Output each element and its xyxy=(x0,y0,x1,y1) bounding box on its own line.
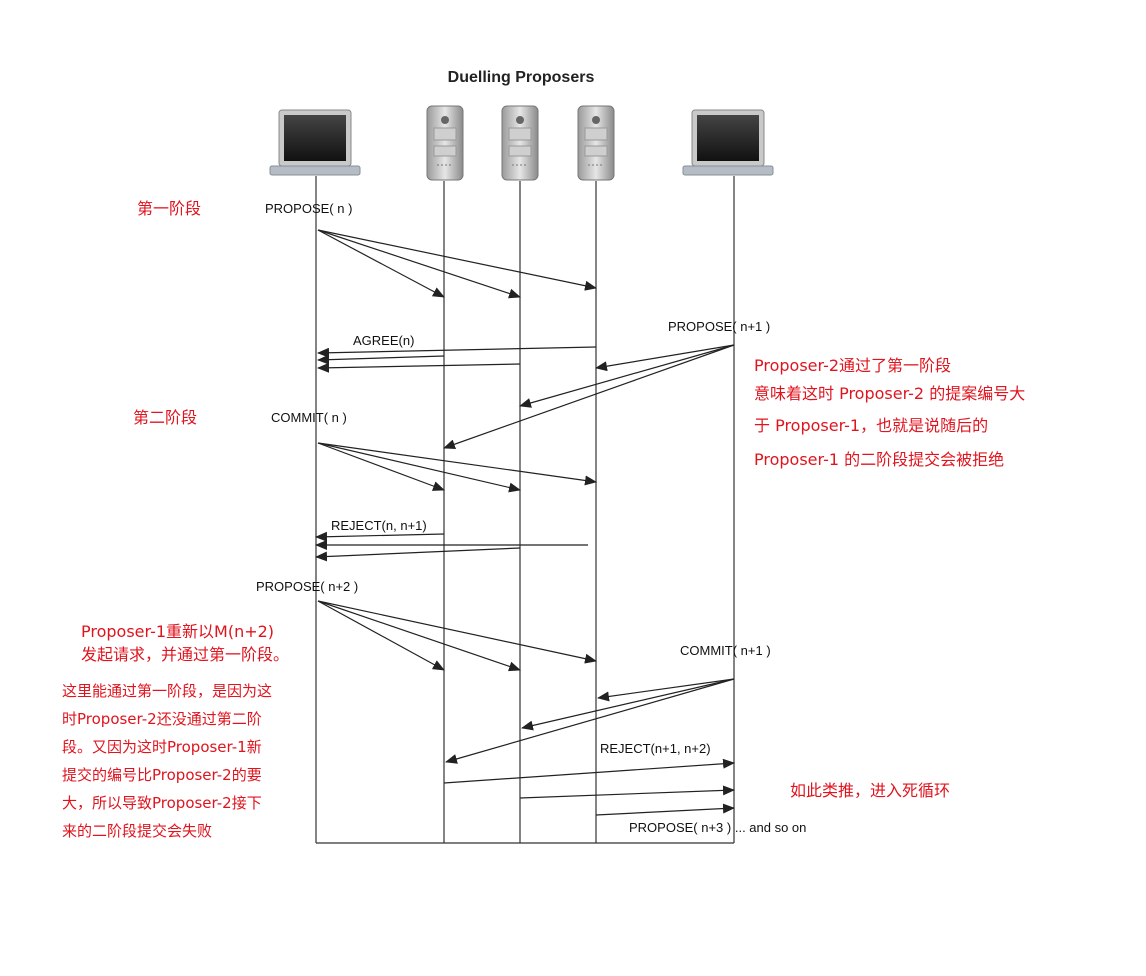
message-label: AGREE(n) xyxy=(353,333,414,348)
message-arrow xyxy=(317,442,521,493)
message-arrow xyxy=(317,442,597,486)
message-label: PROPOSE( n+1 ) xyxy=(668,319,770,334)
annotation-line: 于 Proposer-1，也就是说随后的 xyxy=(754,416,988,435)
message-arrow xyxy=(443,344,735,450)
message-label: REJECT(n+1, n+2) xyxy=(600,741,711,756)
message-arrow xyxy=(521,678,735,731)
annotation-line: 大，所以导致Proposer-2接下 xyxy=(62,794,262,812)
message-label: REJECT(n, n+1) xyxy=(331,518,427,533)
message-arrow xyxy=(317,600,521,672)
message-label: PROPOSE( n+3 ) ... and so on xyxy=(629,820,806,835)
message-arrow xyxy=(317,354,445,365)
message-arrow xyxy=(317,229,597,291)
phase1-label: 第一阶段 xyxy=(137,199,201,218)
annotation-line: 来的二阶段提交会失败 xyxy=(62,822,212,840)
annotation-line: 发起请求，并通过第一阶段。 xyxy=(81,645,289,664)
laptop-icon xyxy=(682,109,774,176)
message-arrow xyxy=(317,229,521,299)
message-arrow xyxy=(597,678,735,702)
message-arrow xyxy=(317,346,597,358)
message-label: COMMIT( n+1 ) xyxy=(680,643,771,658)
message-arrow xyxy=(315,531,445,542)
annotation-line: 时Proposer-2还没通过第二阶 xyxy=(62,710,262,728)
diagram-title: Duelling Proposers xyxy=(448,69,595,86)
message-arrow xyxy=(315,547,521,562)
laptop-icon xyxy=(269,109,361,176)
server-icon xyxy=(426,105,464,181)
phase2-label: 第二阶段 xyxy=(133,408,197,427)
message-arrow xyxy=(519,344,735,408)
server-icon xyxy=(577,105,615,181)
message-arrow xyxy=(445,678,735,764)
message-arrow xyxy=(317,442,445,491)
message-label: COMMIT( n ) xyxy=(271,410,347,425)
annotation-line: 段。又因为这时Proposer-1新 xyxy=(62,738,262,756)
message-arrow xyxy=(519,785,735,799)
message-arrow xyxy=(317,229,445,298)
message-label: PROPOSE( n+2 ) xyxy=(256,579,358,594)
message-arrow xyxy=(317,600,445,671)
message-label: PROPOSE( n ) xyxy=(265,201,352,216)
server-icon xyxy=(501,105,539,181)
annotation-line: 提交的编号比Proposer-2的要 xyxy=(62,766,262,784)
annotation-line: 意味着这时 Proposer-2 的提案编号大 xyxy=(754,384,1025,403)
loop-annotation: 如此类推，进入死循环 xyxy=(790,781,950,800)
annotation-line: Proposer-2通过了第一阶段 xyxy=(754,356,951,375)
annotation-line: Proposer-1 的二阶段提交会被拒绝 xyxy=(754,450,1004,469)
message-arrow xyxy=(317,600,597,664)
message-arrow xyxy=(595,803,735,816)
annotation-line: 这里能通过第一阶段，是因为这 xyxy=(62,682,272,700)
message-arrow xyxy=(595,344,735,372)
message-arrow xyxy=(317,362,521,373)
annotation-line: Proposer-1重新以M(n+2) xyxy=(81,622,274,641)
message-arrow xyxy=(443,758,735,784)
